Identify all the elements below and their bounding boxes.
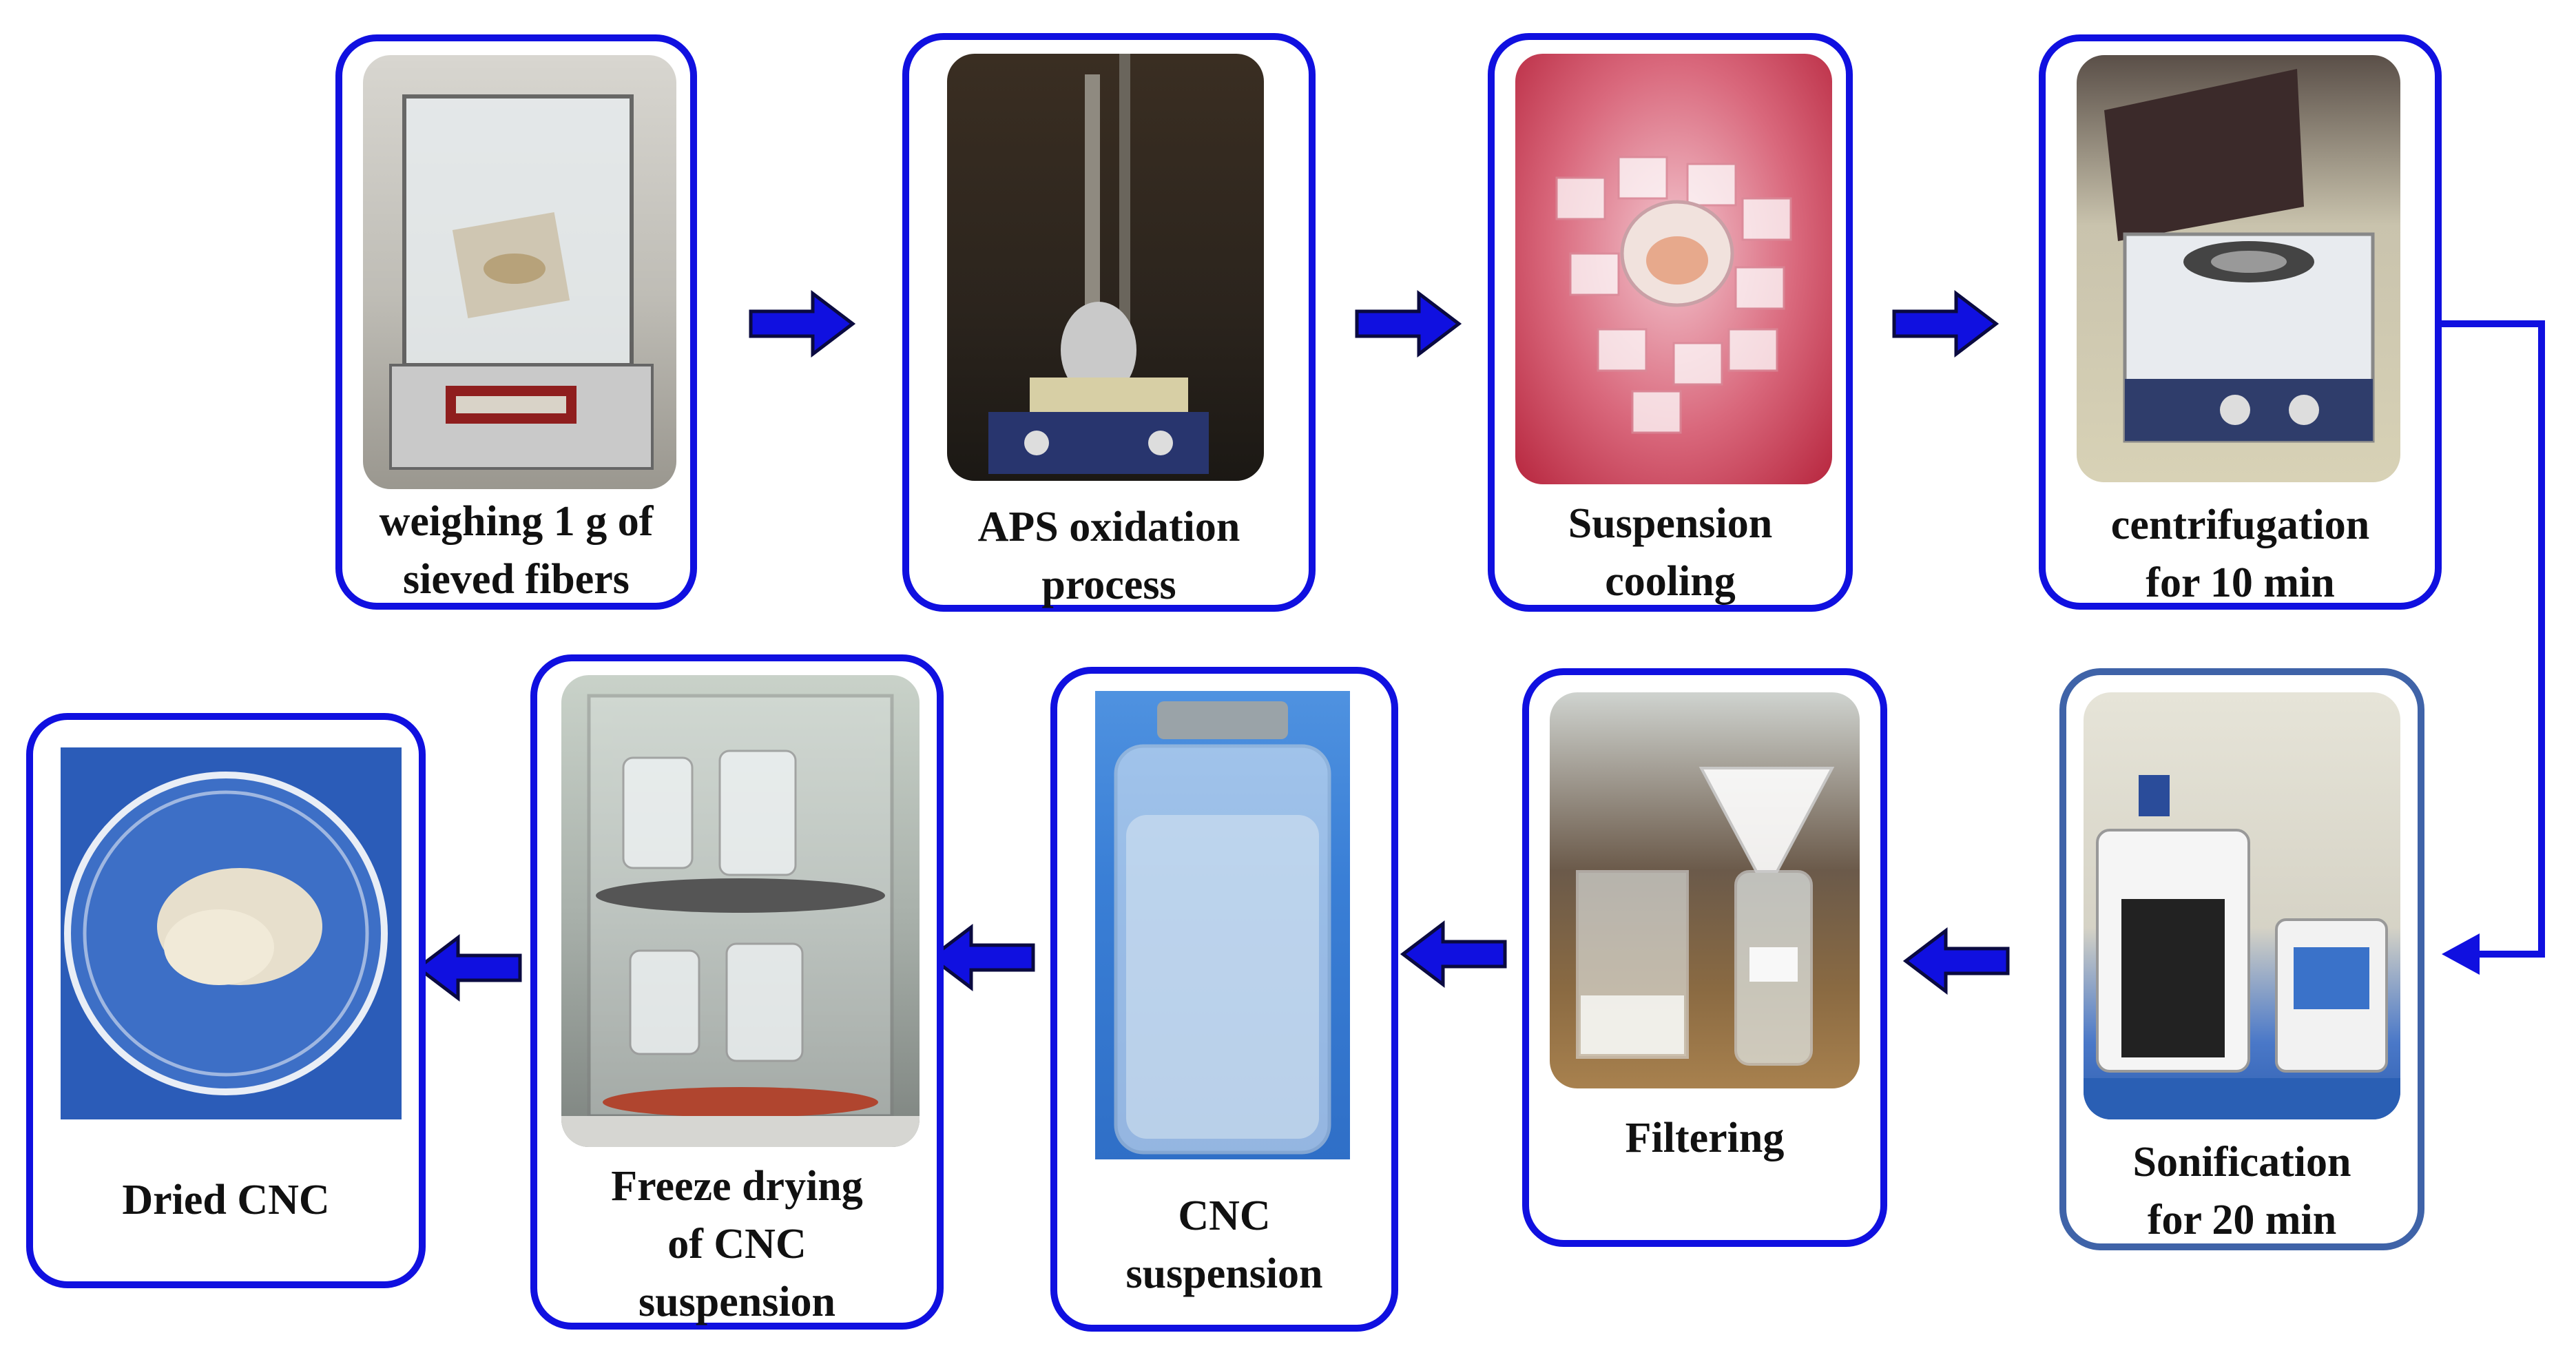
arrow-filtering-to-cnc	[1403, 924, 1505, 984]
step-dried-cnc-label: Dried CNC	[122, 1177, 330, 1223]
step-weighing: weighing 1 g of sieved fibers	[335, 34, 697, 610]
ice-bath-photo	[1515, 54, 1832, 484]
filter-funnel-photo	[1550, 692, 1860, 1088]
arrow-weighing-to-oxidation	[751, 293, 853, 354]
step-cnc-suspension-label: CNC suspension	[1125, 1192, 1323, 1297]
ultrasonic-processor-photo	[2084, 692, 2400, 1119]
step-freeze-drying: Freeze drying of CNC suspension	[530, 654, 944, 1330]
step-sonification: Sonification for 20 min	[2059, 668, 2424, 1250]
connector-centrifugation-to-sonification	[2438, 320, 2545, 958]
arrow-oxidation-to-cooling	[1357, 293, 1459, 354]
step-aps-oxidation-label: APS oxidation process	[977, 504, 1240, 608]
arrow-cooling-to-centrifugation	[1894, 293, 1996, 354]
step-cnc-suspension: CNC suspension	[1050, 667, 1398, 1332]
step-aps-oxidation: APS oxidation process	[902, 33, 1316, 612]
step-weighing-label: weighing 1 g of sieved fibers	[379, 498, 654, 603]
step-filtering-label: Filtering	[1625, 1115, 1785, 1161]
step-cooling-label: Suspension cooling	[1568, 500, 1773, 605]
step-freeze-drying-label: Freeze drying of CNC suspension	[611, 1163, 863, 1325]
step-centrifugation: centrifugation for 10 min	[2039, 34, 2442, 610]
arrow-freeze-drying-to-dried	[418, 938, 520, 998]
glass-bottle-photo	[1095, 691, 1350, 1159]
arrow-sonification-to-filtering	[1906, 931, 2008, 991]
step-filtering: Filtering	[1522, 668, 1887, 1247]
step-cooling: Suspension cooling	[1488, 33, 1853, 612]
petri-dish-powder-photo	[61, 747, 402, 1119]
hotplate-stirrer-photo	[947, 54, 1264, 481]
freeze-dryer-photo	[561, 675, 920, 1147]
arrow-cnc-to-freeze-drying	[931, 927, 1033, 988]
step-sonification-label: Sonification for 20 min	[2132, 1139, 2351, 1243]
step-centrifugation-label: centrifugation for 10 min	[2110, 502, 2370, 606]
step-dried-cnc: Dried CNC	[26, 713, 426, 1288]
connector-arrowhead	[2442, 933, 2480, 975]
analytical-balance-photo	[363, 55, 676, 489]
centrifuge-photo	[2077, 55, 2400, 482]
